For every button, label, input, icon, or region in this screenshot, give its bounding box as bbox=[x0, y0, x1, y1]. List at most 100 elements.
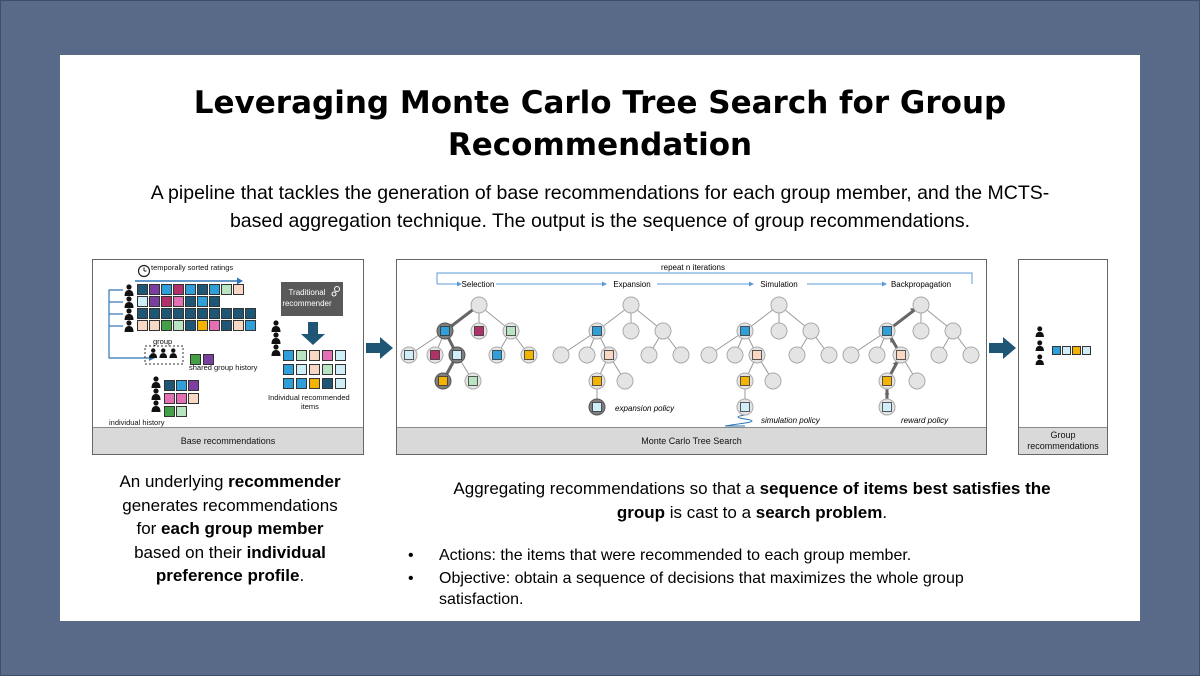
person-icon bbox=[151, 400, 161, 412]
tree-node bbox=[622, 296, 640, 314]
arrow-head-icon bbox=[884, 390, 890, 395]
item-square bbox=[173, 284, 184, 295]
person-icon bbox=[1035, 340, 1045, 352]
tree-node bbox=[622, 322, 640, 340]
slide-title-line2: Recommendation bbox=[447, 127, 753, 163]
gear-icon bbox=[331, 286, 340, 297]
left-text-5b: . bbox=[299, 566, 305, 585]
recommender-label-line1: Traditional bbox=[288, 288, 325, 297]
item-square bbox=[188, 393, 199, 404]
item-square bbox=[221, 320, 232, 331]
tree-node bbox=[788, 346, 806, 364]
item-square bbox=[197, 296, 208, 307]
item-square bbox=[185, 284, 196, 295]
item-square bbox=[309, 378, 320, 389]
tree-node bbox=[908, 372, 926, 390]
item-square bbox=[185, 320, 196, 331]
slide-card: Leveraging Monte Carlo Tree Search for G… bbox=[60, 55, 1140, 621]
base-panel-footer: Base recommendations bbox=[93, 427, 363, 454]
left-text-4b: individual bbox=[246, 542, 326, 562]
simulation-rollout-icon bbox=[724, 414, 753, 427]
person-icon bbox=[124, 284, 134, 296]
tree-node-item bbox=[492, 350, 502, 360]
recommended-items-label-line1: Individual recommended bbox=[268, 393, 350, 402]
left-text-3b: each group member bbox=[161, 519, 324, 538]
item-square bbox=[176, 393, 187, 404]
arrow-head-icon bbox=[890, 338, 895, 343]
clock-icon bbox=[137, 264, 151, 278]
right-text-2c: search problem bbox=[755, 502, 883, 522]
item-square bbox=[185, 296, 196, 307]
bullet-item-objective: • bbox=[408, 570, 414, 587]
tree-node-item bbox=[896, 350, 906, 360]
person-icon bbox=[271, 332, 281, 344]
repeat-label: repeat n iterations bbox=[661, 263, 725, 272]
item-square bbox=[283, 378, 294, 389]
bullet-item-actions: • bbox=[408, 547, 414, 564]
simulation-policy-label: simulation policy bbox=[761, 416, 821, 425]
phase-selection: Selection bbox=[462, 280, 495, 289]
subtitle-line2: based aggregation technique. The output … bbox=[229, 210, 971, 232]
item-square bbox=[1072, 346, 1081, 355]
tree-node-item bbox=[882, 326, 892, 336]
item-square bbox=[173, 296, 184, 307]
item-square bbox=[296, 378, 307, 389]
right-text-2a: group bbox=[616, 502, 666, 522]
item-square bbox=[197, 320, 208, 331]
reward-policy-label: reward policy bbox=[901, 416, 949, 425]
phase-expansion: Expansion bbox=[613, 280, 650, 289]
tree-node-item bbox=[430, 350, 440, 360]
item-square bbox=[209, 320, 220, 331]
bullet-text-objective-line1: Objective: obtain a sequence of decision… bbox=[439, 570, 964, 587]
group-panel-footer: Group recommendations bbox=[1019, 427, 1107, 454]
person-icon bbox=[159, 348, 168, 359]
left-text-1b: recommender bbox=[228, 472, 341, 491]
item-square bbox=[137, 284, 148, 295]
mcts-panel: repeat n iterations Selection Expansion … bbox=[396, 259, 987, 455]
right-arrow-icon bbox=[989, 337, 1016, 359]
item-square bbox=[149, 296, 160, 307]
tree-node-item bbox=[404, 350, 414, 360]
item-square bbox=[221, 308, 232, 319]
item-square bbox=[137, 320, 148, 331]
item-square bbox=[309, 350, 320, 361]
tree-node-item bbox=[604, 350, 614, 360]
item-square bbox=[161, 296, 172, 307]
person-icon bbox=[1035, 326, 1045, 338]
individual-history-label: individual history bbox=[109, 418, 165, 427]
tree-node bbox=[552, 346, 570, 364]
item-square bbox=[283, 350, 294, 361]
bullet-text-objective-line2: satisfaction. bbox=[439, 591, 524, 608]
tree-node bbox=[672, 346, 690, 364]
tree-node bbox=[654, 322, 672, 340]
person-icon bbox=[169, 348, 178, 359]
right-description: Aggregating recommendations so that a se… bbox=[402, 477, 1102, 524]
tree-node bbox=[842, 346, 860, 364]
left-text-1a: An underlying bbox=[119, 472, 229, 491]
right-text-1b: sequence of items best satisfies the bbox=[759, 479, 1051, 498]
base-recommendations-panel: Traditional recommender temporally sorte… bbox=[92, 259, 364, 455]
item-square bbox=[335, 364, 346, 375]
phase-simulation: Simulation bbox=[760, 280, 797, 289]
tree-node bbox=[944, 322, 962, 340]
item-square bbox=[322, 364, 333, 375]
tree-node bbox=[470, 296, 488, 314]
item-square bbox=[335, 350, 346, 361]
shared-history-label: shared group history bbox=[189, 363, 258, 372]
tree-node bbox=[820, 346, 838, 364]
ratings-label: temporally sorted ratings bbox=[151, 263, 234, 272]
item-square bbox=[296, 350, 307, 361]
item-square bbox=[188, 380, 199, 391]
tree-node-item bbox=[468, 376, 478, 386]
subtitle-line1: A pipeline that tackles the generation o… bbox=[150, 182, 1050, 204]
item-square bbox=[149, 308, 160, 319]
item-square bbox=[296, 364, 307, 375]
item-square bbox=[322, 350, 333, 361]
person-icon bbox=[124, 296, 134, 308]
item-square bbox=[209, 296, 220, 307]
tree-node-item bbox=[438, 376, 448, 386]
right-text-1a: Aggregating recommendations so that a bbox=[453, 479, 760, 498]
mcts-panel-footer: Monte Carlo Tree Search bbox=[397, 427, 986, 454]
tree-node bbox=[868, 346, 886, 364]
left-text-3a: for bbox=[136, 519, 162, 538]
